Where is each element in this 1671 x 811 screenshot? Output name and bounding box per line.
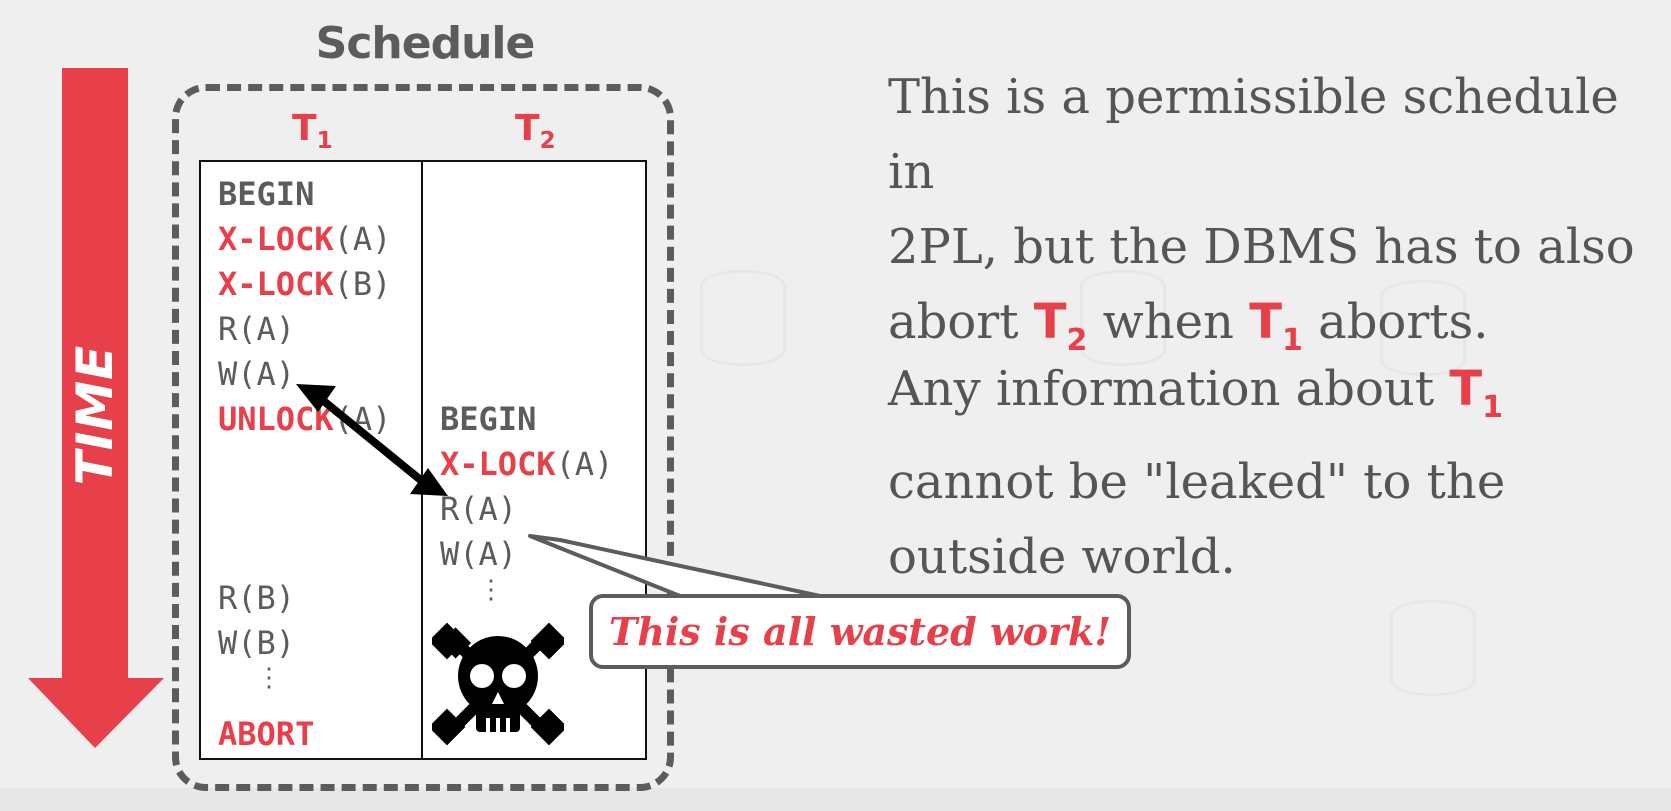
time-label: TIME bbox=[66, 344, 124, 486]
skull-crossbones-icon bbox=[432, 622, 564, 746]
t1-write-b: W(B) bbox=[218, 624, 296, 662]
database-icon bbox=[1390, 600, 1476, 696]
column-divider bbox=[421, 160, 423, 760]
explanation-line: Any information about T1 bbox=[888, 361, 1503, 425]
callout-wasted-work: This is all wasted work! bbox=[589, 594, 1131, 669]
footer-band bbox=[0, 788, 1671, 811]
t2-xlock-a: X-LOCK(A) bbox=[440, 445, 614, 483]
t2-write-a: W(A) bbox=[440, 535, 518, 573]
explanation-paragraph-2: Any information about T1 cannot be "leak… bbox=[888, 352, 1668, 595]
t1-header: T1 bbox=[292, 108, 333, 154]
t1-read-a: R(A) bbox=[218, 310, 296, 348]
database-icon bbox=[700, 270, 786, 366]
explanation-line: cannot be "leaked" to the bbox=[888, 454, 1506, 510]
explanation-line: outside world. bbox=[888, 529, 1236, 585]
database-icon bbox=[1380, 280, 1466, 376]
t1-read-b: R(B) bbox=[218, 579, 296, 617]
t2-read-a: R(A) bbox=[440, 490, 518, 528]
t1-ref: T1 bbox=[1249, 294, 1303, 358]
t2-ref: T2 bbox=[1033, 294, 1088, 358]
t1-abort: ABORT bbox=[218, 715, 315, 753]
t1-ellipsis: ⋮ bbox=[256, 663, 282, 693]
database-icon bbox=[1080, 270, 1166, 366]
t2-begin: BEGIN bbox=[440, 400, 537, 438]
explanation-line: This is a permissible schedule in bbox=[888, 69, 1619, 200]
t1-xlock-b: X-LOCK(B) bbox=[218, 265, 392, 303]
t1-unlock-a: UNLOCK(A) bbox=[218, 400, 392, 438]
t1-xlock-a: X-LOCK(A) bbox=[218, 220, 392, 258]
down-arrow-icon bbox=[28, 68, 164, 748]
t2-header: T2 bbox=[515, 108, 556, 154]
t1-begin: BEGIN bbox=[218, 175, 315, 213]
explanation-line: abort T2 when T1 aborts. bbox=[888, 294, 1489, 358]
t1-ref: T1 bbox=[1449, 361, 1503, 425]
t2-ellipsis: ⋮ bbox=[478, 575, 504, 605]
schedule-title: Schedule bbox=[315, 18, 536, 69]
schedule-frame bbox=[172, 84, 674, 791]
t1-write-a: W(A) bbox=[218, 355, 296, 393]
explanation-paragraph-1: This is a permissible schedule in 2PL, b… bbox=[888, 60, 1668, 378]
explanation-line: 2PL, but the DBMS has to also bbox=[888, 219, 1635, 275]
